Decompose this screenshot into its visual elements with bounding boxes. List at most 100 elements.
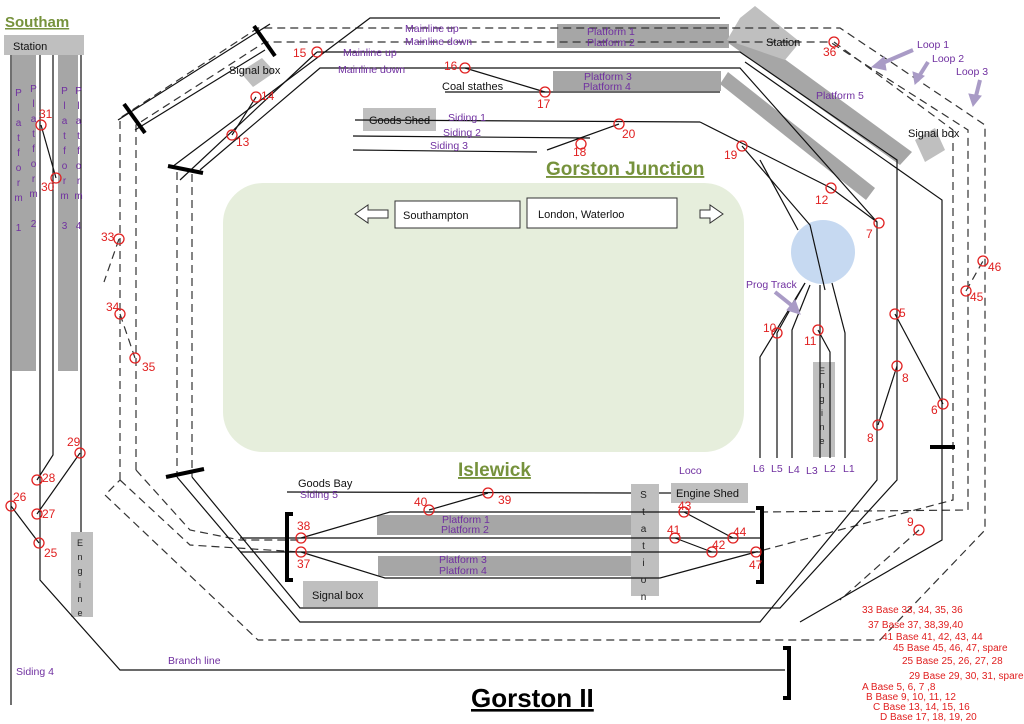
loop-2-lower — [135, 469, 300, 541]
point-circle[interactable] — [872, 419, 884, 431]
mainline-up — [171, 17, 720, 168]
islewick-signal-box — [303, 581, 378, 607]
point-circle[interactable] — [828, 36, 840, 48]
point-circle[interactable] — [482, 487, 494, 499]
loop-arrows — [773, 48, 982, 315]
point-number: 43 — [678, 499, 692, 513]
southam-platform-4-label: Platform 4 — [73, 86, 84, 236]
loco-road-l1-label: L1 — [843, 463, 855, 475]
point-circle[interactable] — [295, 546, 307, 558]
islewick-bracket-right — [756, 506, 764, 584]
point-circle[interactable] — [706, 546, 718, 558]
loco-road-l5-label: L5 — [771, 463, 783, 475]
islewick-platform-1-2 — [377, 515, 631, 535]
scenery-area — [223, 183, 744, 452]
point-circle[interactable] — [226, 129, 238, 141]
point-circle[interactable] — [812, 324, 824, 336]
signal-box-left-label-text: Signal box — [229, 65, 281, 77]
point-circle[interactable] — [727, 532, 739, 544]
point-circle[interactable] — [913, 524, 925, 536]
loop-3-lower — [119, 479, 301, 553]
arrow-right-icon — [699, 204, 724, 224]
point-circle[interactable] — [736, 140, 748, 152]
title-southam: Southam — [5, 14, 69, 31]
islewick-platform-3-4 — [378, 556, 631, 576]
point-circle[interactable] — [937, 398, 949, 410]
point-circle[interactable] — [74, 447, 86, 459]
islewick-platform-4-label: Platform 4 — [439, 565, 487, 577]
siding-3-label: Siding 3 — [430, 140, 468, 152]
point-circle[interactable] — [31, 474, 43, 486]
turntable-road — [741, 145, 826, 291]
point-circle[interactable] — [669, 532, 681, 544]
base-legend-5: 29 Base 29, 30, 31, spare — [909, 671, 1024, 682]
crossover-33 — [103, 238, 120, 283]
point-circle[interactable] — [113, 233, 125, 245]
junction-platform-3-label: Platform 3 — [584, 71, 632, 83]
points-15 — [179, 51, 318, 181]
point-circle[interactable] — [423, 504, 435, 516]
point-number: 9 — [907, 515, 914, 529]
point-circle[interactable] — [50, 172, 62, 184]
point-circle[interactable] — [613, 118, 625, 130]
point-circle[interactable] — [539, 86, 551, 98]
point-number: 26 — [13, 490, 27, 504]
dashed-36 — [833, 41, 954, 131]
point-circle[interactable] — [31, 508, 43, 520]
point-circle[interactable] — [889, 308, 901, 320]
siding-2-label: Siding 2 — [443, 127, 481, 139]
southam-platform-2-label: Platform 2 — [28, 84, 39, 234]
point-number: 33 — [101, 230, 115, 244]
signal-box-left-label: Signal box — [229, 65, 281, 77]
coal-stathes-label: Coal stathes — [442, 81, 504, 93]
outer-main-track-2 — [134, 49, 266, 131]
loco-road-l6-label: L6 — [753, 463, 765, 475]
point-circle[interactable] — [960, 285, 972, 297]
point-circle[interactable] — [825, 182, 837, 194]
buffer-stop — [165, 467, 205, 479]
point-circle[interactable] — [114, 308, 126, 320]
point-circle[interactable] — [575, 138, 587, 150]
siding-4-label: Siding 4 — [16, 666, 54, 678]
point-circle[interactable] — [977, 255, 989, 267]
point-circle[interactable] — [311, 46, 323, 58]
point-number: 45 — [970, 290, 984, 304]
islewick-station-label: Station — [638, 490, 649, 609]
loco-label: Loco — [679, 465, 702, 477]
point-number: 11 — [804, 334, 817, 348]
base-legend-1: 37 Base 37, 38,39,40 — [868, 620, 964, 631]
point-number: 44 — [733, 525, 747, 539]
point-circle[interactable] — [295, 532, 307, 544]
signal-box-right-label-text: Signal box — [908, 128, 960, 140]
point-circle[interactable] — [5, 500, 17, 512]
base-legend-0: 33 Base 33, 34, 35, 36 — [862, 605, 963, 616]
siding-2 — [352, 135, 591, 139]
point-circle[interactable] — [35, 119, 47, 131]
crossover-45-46 — [965, 260, 984, 292]
loop-3-track — [104, 27, 986, 641]
point-circle[interactable] — [891, 360, 903, 372]
goods-shed-label: Goods Shed — [369, 115, 430, 127]
goods-bay — [286, 491, 632, 494]
base-legend-6: A Base 5, 6, 7 ,8 — [862, 682, 936, 693]
dashed-mainline-down-label: Mainline down — [405, 36, 472, 48]
point-circle[interactable] — [873, 217, 885, 229]
islewick-signal-box-label: Signal box — [312, 590, 364, 602]
point-circle[interactable] — [33, 537, 45, 549]
base-legend-7: B Base 9, 10, 11, 12 — [866, 692, 956, 703]
points-30-31 — [40, 124, 57, 179]
mainline-up-2 — [176, 67, 878, 623]
point-circle[interactable] — [771, 327, 783, 339]
arrowhead — [912, 71, 925, 85]
turntable[interactable] — [791, 220, 855, 284]
branch-bracket — [783, 646, 791, 700]
point-circle[interactable] — [250, 91, 262, 103]
london-box — [526, 197, 678, 229]
point-circle[interactable] — [750, 546, 762, 558]
points-43-44 — [683, 511, 734, 539]
siding-3 — [352, 149, 538, 153]
loop-2-label: Loop 2 — [932, 53, 964, 65]
point-circle[interactable] — [678, 506, 690, 518]
point-circle[interactable] — [459, 62, 471, 74]
point-circle[interactable] — [129, 352, 141, 364]
